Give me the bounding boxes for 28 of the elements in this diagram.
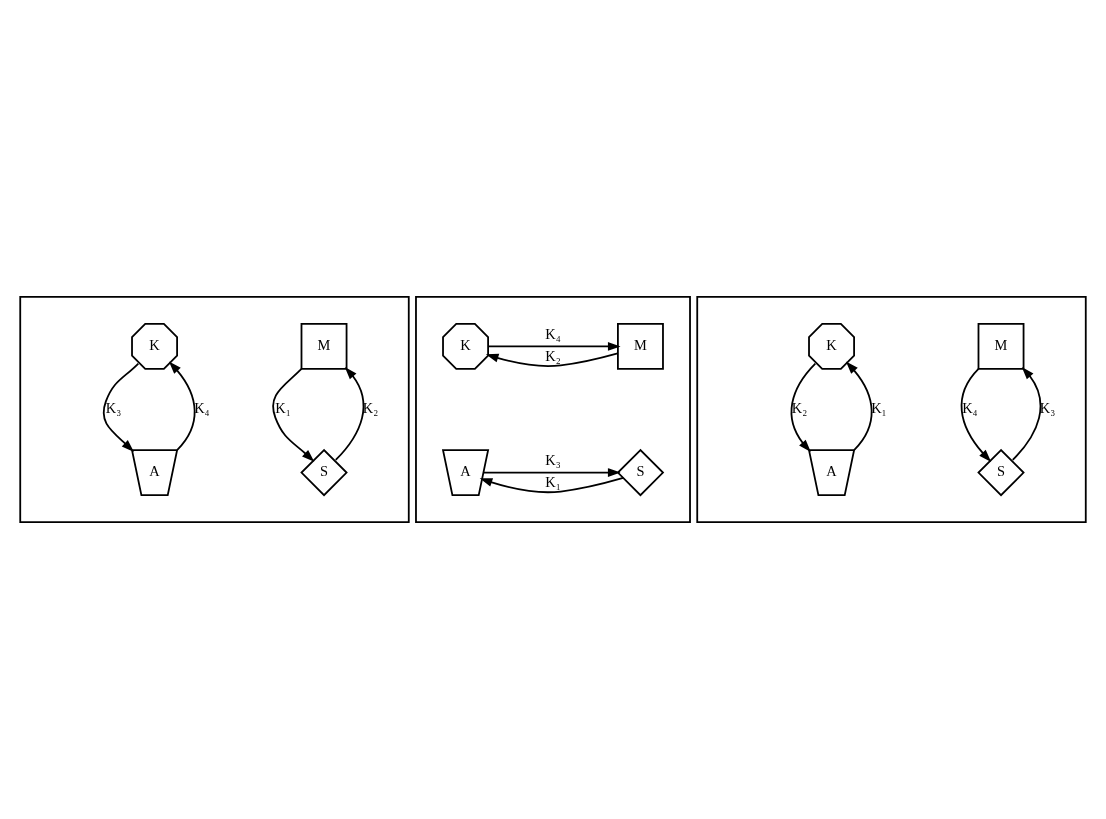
arrow — [168, 361, 196, 451]
arrow — [485, 352, 619, 367]
arrow — [1011, 366, 1042, 461]
arrow — [102, 362, 140, 452]
edge-label: K₂ — [791, 399, 808, 416]
arrow — [482, 468, 621, 478]
arrow — [845, 361, 873, 451]
edge-label: K₄ — [962, 399, 978, 416]
cluster — [19, 295, 410, 524]
arrow — [479, 477, 625, 494]
edge-label: K₁ — [275, 399, 291, 416]
arrow — [272, 368, 315, 462]
edge-label: K₄ — [545, 326, 561, 343]
node-box: M — [977, 322, 1025, 370]
node-diamond: S — [616, 448, 665, 497]
arrow — [487, 341, 621, 351]
cluster — [696, 295, 1087, 524]
edge-label: K₃ — [545, 452, 561, 469]
node-box: M — [617, 322, 664, 370]
node-box: M — [300, 322, 348, 370]
edge-label: K₂ — [362, 399, 379, 416]
edge-label: K₁ — [545, 473, 561, 490]
edge-label: K₃ — [105, 399, 122, 416]
arrow — [790, 362, 817, 453]
cluster — [415, 295, 691, 524]
edge-label: K₂ — [545, 347, 561, 364]
arrow — [334, 366, 365, 461]
arrow — [960, 368, 992, 462]
